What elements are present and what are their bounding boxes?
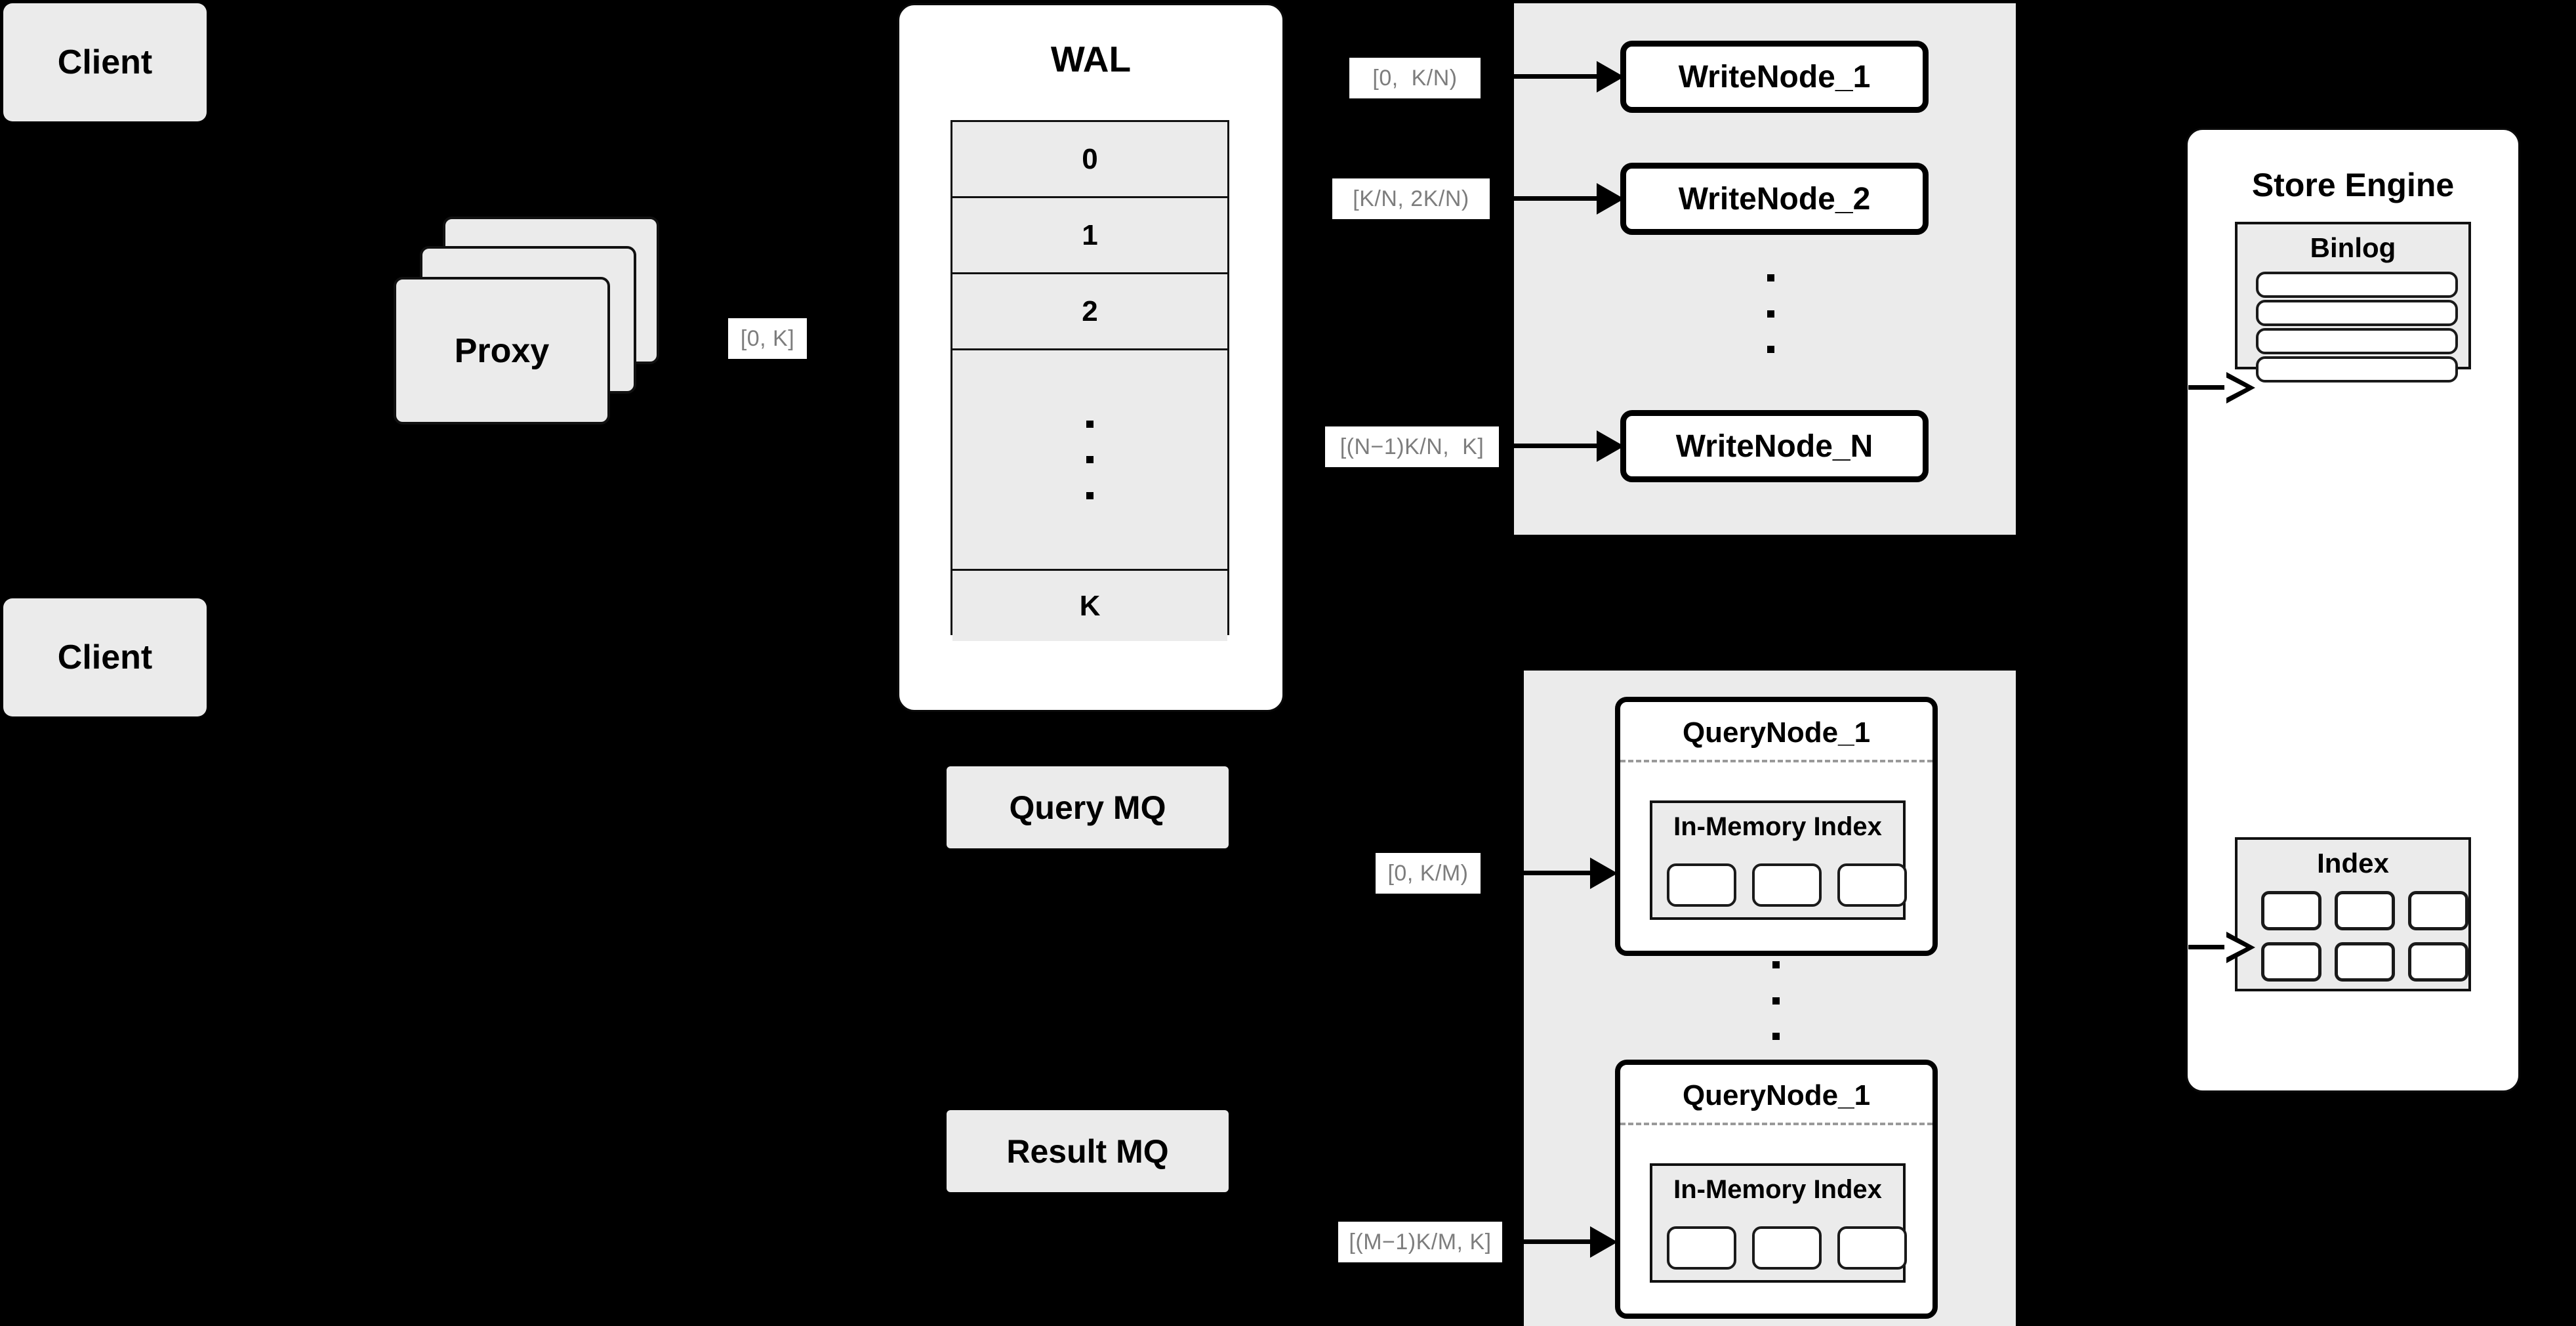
index-tile[interactable]: [2261, 891, 2321, 930]
index-tile[interactable]: [2408, 891, 2468, 930]
wal-row[interactable]: K: [952, 571, 1227, 641]
query-mq-box[interactable]: Query MQ: [947, 766, 1229, 848]
wal-row-label: 0: [1082, 142, 1098, 175]
proxy-label: Proxy: [454, 331, 550, 370]
write-cluster-ellipsis-icon: [1766, 274, 1775, 353]
wal-entry-table: 0 1 2 K: [951, 120, 1229, 641]
result-mq-box[interactable]: Result MQ: [947, 1110, 1229, 1192]
range-label-writenode-1-text: [0, K/N): [1372, 65, 1458, 91]
index-tile[interactable]: [1667, 1226, 1736, 1270]
in-memory-index-panel-2: In-Memory Index: [1650, 1163, 1907, 1283]
range-label-proxy-to-wal-text: [0, K]: [740, 325, 795, 351]
wal-row-ellipsis: [952, 350, 1227, 571]
client-box-1[interactable]: Client: [3, 3, 207, 121]
wal-row[interactable]: 2: [952, 274, 1227, 350]
wal-row-label: 1: [1082, 218, 1098, 251]
range-label-writenode-1: [0, K/N): [1349, 58, 1481, 98]
arrow-to-write-node-1: [1514, 61, 1625, 93]
arrow-to-query-node-1: [1524, 858, 1629, 889]
write-node-label-1: WriteNode_1: [1678, 59, 1871, 94]
range-label-querynode-m: [(M−1)K/M, K]: [1338, 1222, 1502, 1262]
arrow-to-write-node-2: [1514, 183, 1625, 215]
range-label-proxy-to-wal: [0, K]: [728, 318, 807, 359]
client-label-1: Client: [57, 43, 153, 81]
index-tile[interactable]: [1752, 863, 1822, 907]
index-panel: Index: [2235, 837, 2471, 991]
write-node-label-2: WriteNode_2: [1678, 181, 1871, 217]
in-memory-index-title-2: In-Memory Index: [1673, 1175, 1882, 1204]
write-node-label-n: WriteNode_N: [1675, 428, 1873, 464]
write-node-box-1[interactable]: WriteNode_1: [1620, 41, 1929, 113]
wal-panel: WAL 0 1 2 K: [897, 3, 1284, 712]
range-label-writenode-n-text: [(N−1)K/N, K]: [1339, 434, 1484, 459]
client-box-2[interactable]: Client: [3, 598, 207, 716]
range-label-querynode-1-text: [0, K/M): [1387, 860, 1469, 886]
index-tile[interactable]: [1837, 863, 1907, 907]
binlog-panel: Binlog: [2235, 222, 2471, 383]
range-label-querynode-m-text: [(M−1)K/M, K]: [1349, 1229, 1492, 1254]
arrow-to-binlog: [2188, 372, 2260, 404]
wal-row-label: K: [1079, 589, 1101, 622]
arrow-to-write-node-n: [1514, 430, 1625, 462]
query-mq-label: Query MQ: [1009, 789, 1166, 826]
binlog-bar[interactable]: [2256, 300, 2458, 326]
wal-title: WAL: [1050, 39, 1132, 79]
vertical-ellipsis-icon: [1086, 420, 1094, 499]
query-node-box-1[interactable]: QueryNode_1 In-Memory Index: [1615, 697, 1938, 956]
store-engine-title: Store Engine: [2251, 167, 2455, 203]
query-node-separator-2: [1620, 1123, 1932, 1125]
write-node-box-n[interactable]: WriteNode_N: [1620, 410, 1929, 482]
index-tile[interactable]: [2335, 942, 2395, 982]
query-node-label-1: QueryNode_1: [1682, 716, 1871, 749]
arrow-to-query-node-m: [1524, 1226, 1629, 1258]
wal-row-label: 2: [1082, 295, 1098, 327]
in-memory-index-panel-1: In-Memory Index: [1650, 800, 1907, 920]
range-label-writenode-2: [K/N, 2K/N): [1332, 178, 1490, 219]
in-memory-index-title-1: In-Memory Index: [1673, 812, 1882, 841]
index-tile[interactable]: [1667, 863, 1736, 907]
query-node-label-2: QueryNode_1: [1682, 1079, 1871, 1111]
proxy-stack[interactable]: Proxy: [380, 217, 689, 433]
index-tile[interactable]: [2261, 942, 2321, 982]
range-label-writenode-n: [(N−1)K/N, K]: [1325, 426, 1499, 467]
wal-row[interactable]: 1: [952, 198, 1227, 274]
index-tile[interactable]: [2408, 942, 2468, 982]
query-node-separator-1: [1620, 760, 1932, 762]
index-title: Index: [2317, 848, 2389, 879]
binlog-bar[interactable]: [2256, 272, 2458, 298]
index-tile[interactable]: [1752, 1226, 1822, 1270]
index-tile[interactable]: [2335, 891, 2395, 930]
binlog-bar[interactable]: [2256, 328, 2458, 354]
result-mq-label: Result MQ: [1006, 1132, 1169, 1170]
range-label-writenode-2-text: [K/N, 2K/N): [1353, 186, 1469, 211]
query-node-box-2[interactable]: QueryNode_1 In-Memory Index: [1615, 1060, 1938, 1319]
client-label-2: Client: [57, 638, 153, 676]
index-tile[interactable]: [1837, 1226, 1907, 1270]
write-node-box-2[interactable]: WriteNode_2: [1620, 163, 1929, 235]
binlog-title: Binlog: [2310, 232, 2396, 263]
binlog-bar[interactable]: [2256, 356, 2458, 383]
proxy-card-front[interactable]: Proxy: [394, 277, 610, 425]
range-label-querynode-1: [0, K/M): [1376, 853, 1481, 894]
query-cluster-ellipsis-icon: [1771, 961, 1780, 1040]
wal-row[interactable]: 0: [952, 122, 1227, 198]
arrow-to-index: [2188, 932, 2260, 963]
